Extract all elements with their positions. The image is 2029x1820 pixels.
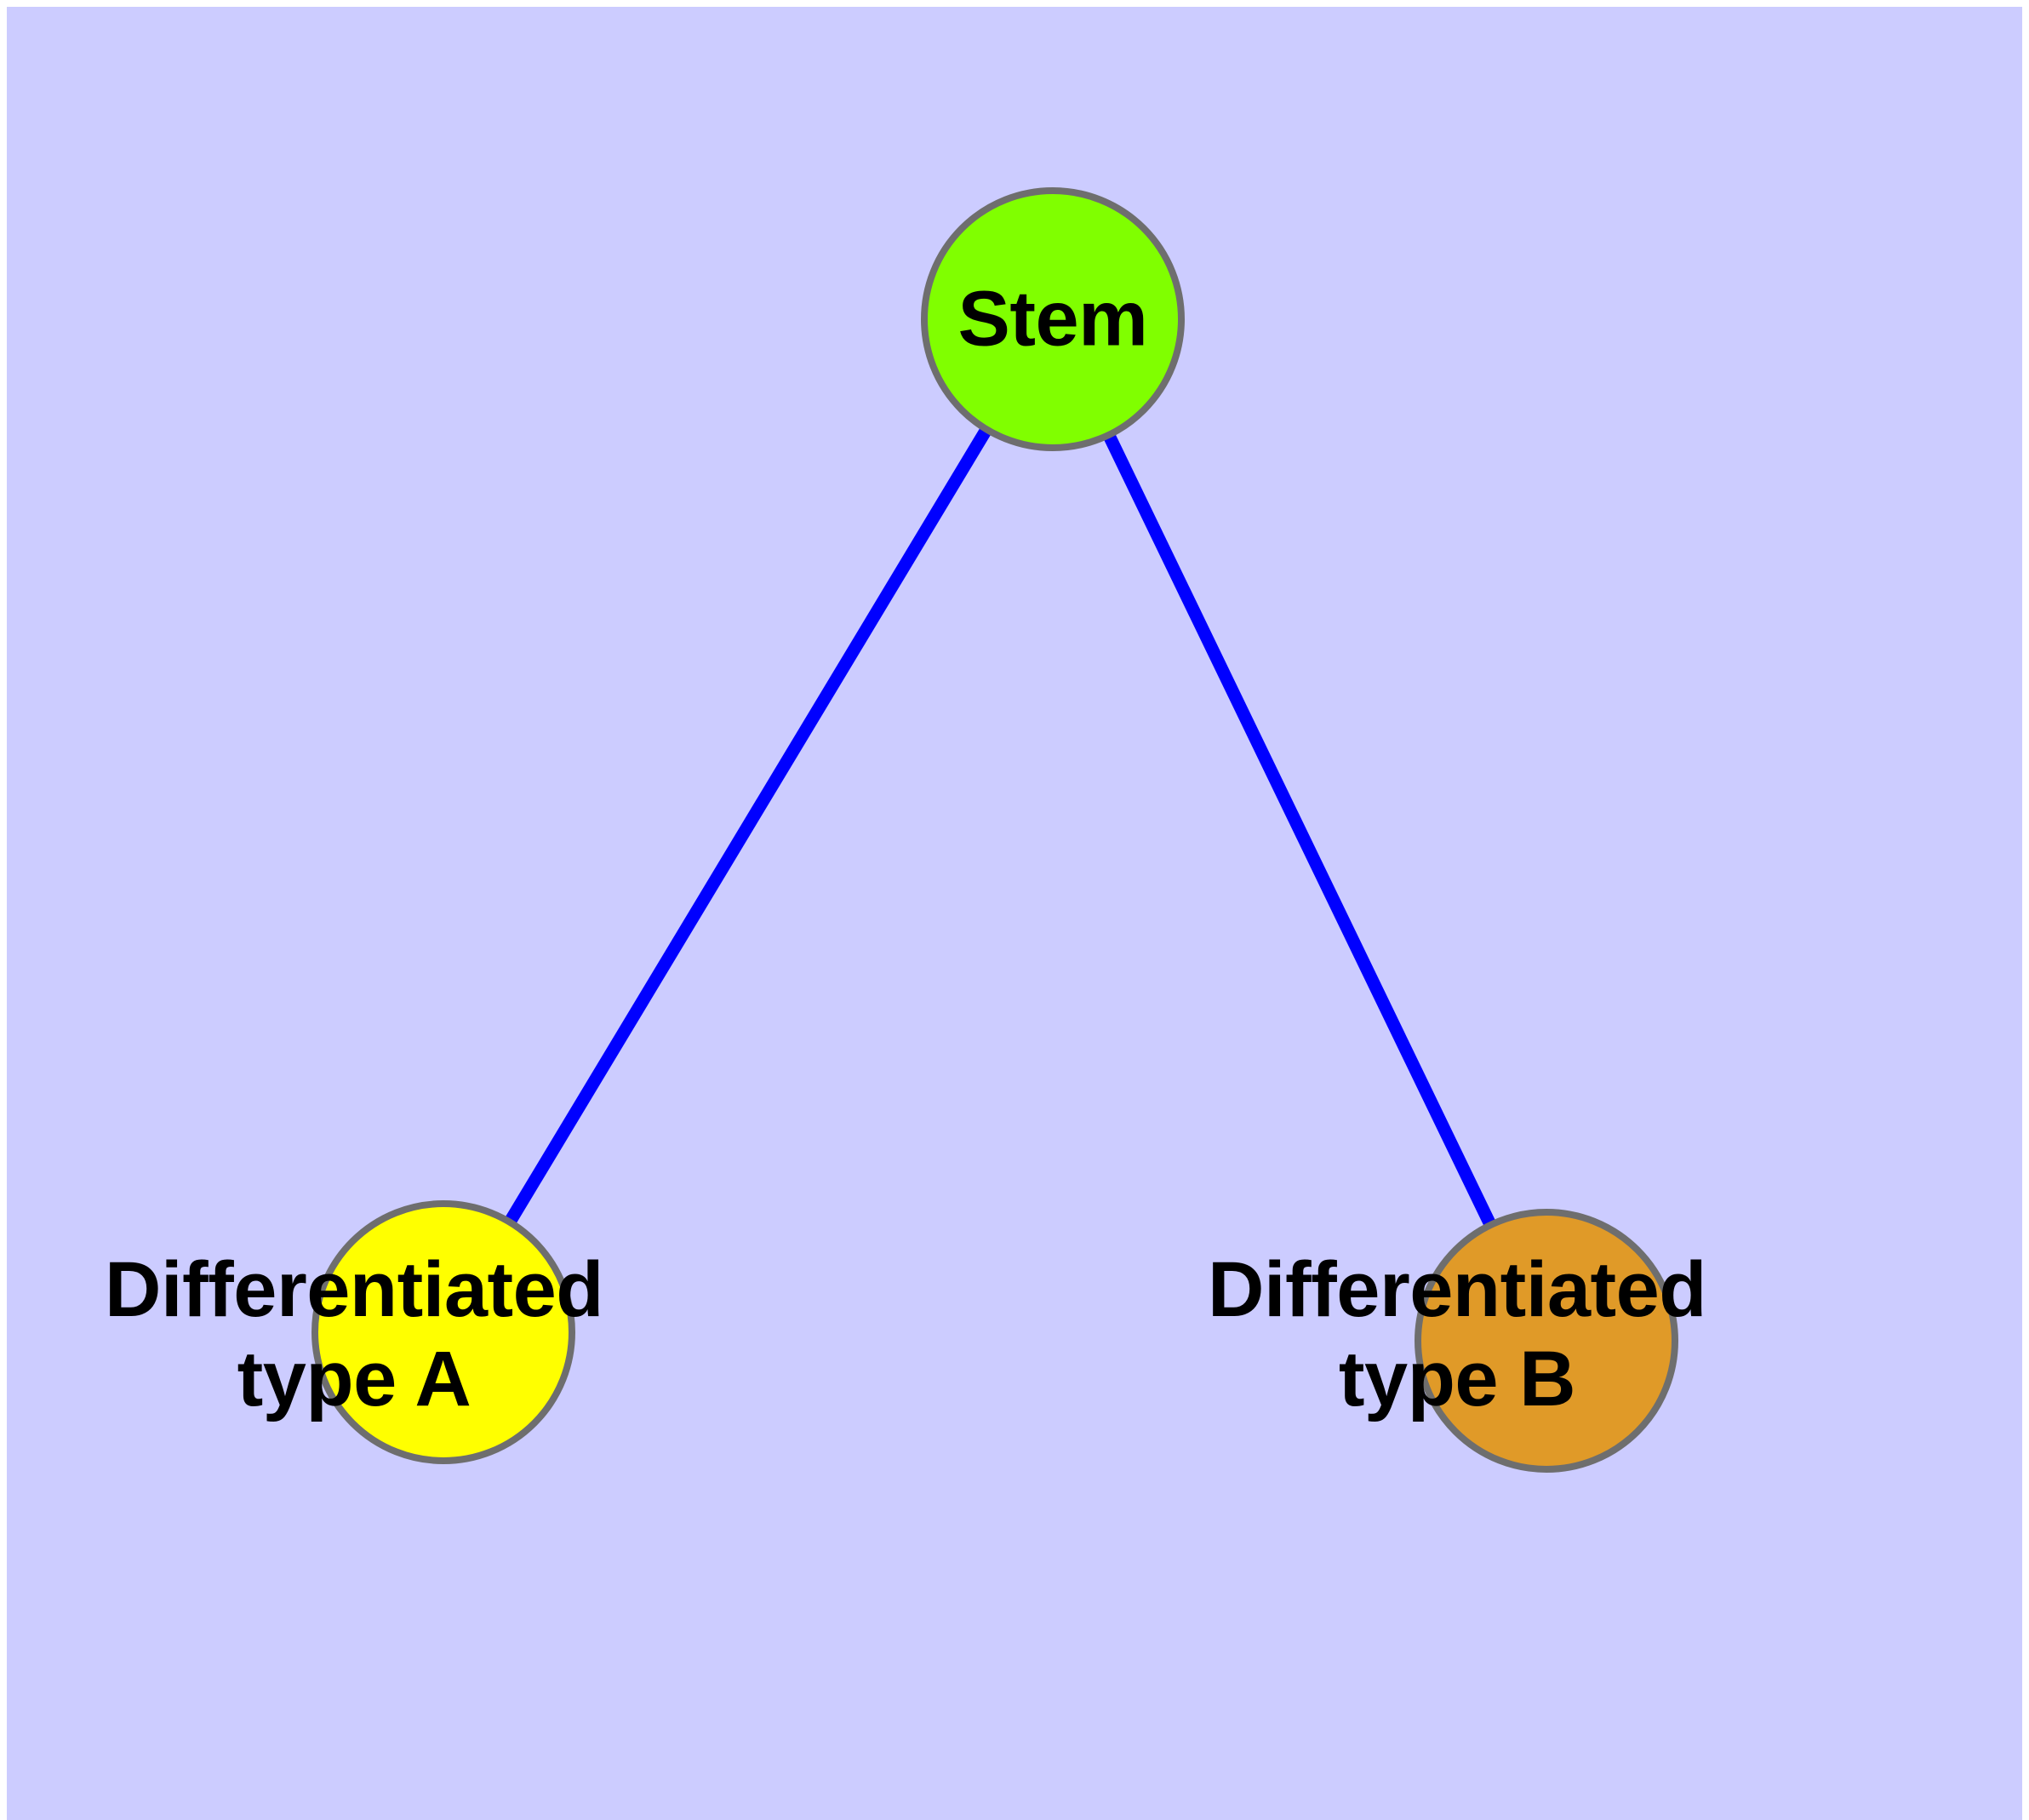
nodes-layer xyxy=(311,187,1678,1473)
edge-stem-diff-a xyxy=(437,316,1059,1336)
node-diff_a[interactable] xyxy=(311,1200,575,1464)
edge-stem-diff-b xyxy=(1047,316,1552,1344)
edges-layer xyxy=(437,316,1552,1344)
node-stem[interactable] xyxy=(921,187,1185,451)
node-diff_b[interactable] xyxy=(1415,1209,1678,1473)
